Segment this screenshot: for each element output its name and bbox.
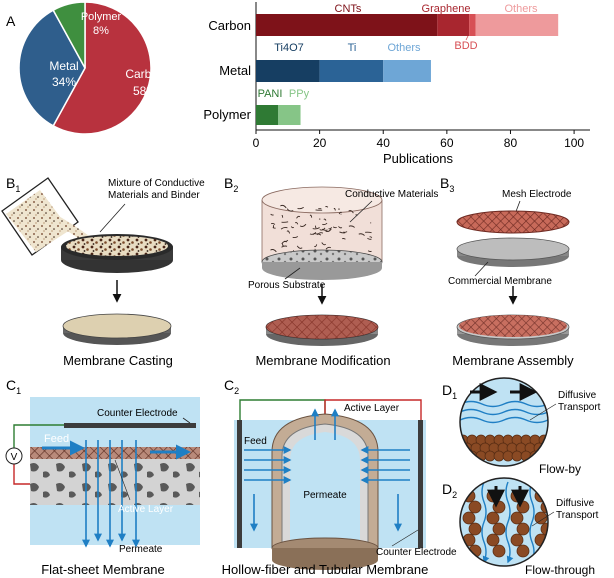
panel-label-b3: B3 (440, 175, 454, 194)
c2-tubular-membrane (271, 413, 379, 570)
bar-segment-metal-others (383, 60, 431, 82)
bar-label-bdd: BDD (454, 40, 477, 52)
c1-active-label: Active Layer (118, 504, 174, 515)
bar-label-graphene: Graphene (422, 3, 471, 15)
bar-x-tick-label: 80 (504, 136, 518, 150)
b2-solution-cylinder (261, 186, 383, 280)
panel-label-b1: B1 (6, 175, 20, 194)
pie-label-polymer: Polymer (81, 11, 122, 23)
b1-casting-dish (61, 234, 173, 273)
bar-segment-metal-ti (319, 60, 384, 82)
b3-commercial-label: Commercial Membrane (448, 276, 552, 287)
c2-counter-electrode-left (237, 420, 242, 548)
bar-x-axis-label: Publications (383, 151, 454, 166)
bar-label-cnts: CNTs (335, 3, 362, 15)
c1-support-layer (30, 459, 200, 505)
c2-counter-leader (391, 529, 419, 547)
b3-mesh-label: Mesh Electrode (502, 189, 572, 200)
bar-label-others-carbon: Others (504, 3, 538, 15)
pie-slice-carbon (52, 1, 152, 135)
c1-counter-label: Counter Electrode (97, 408, 178, 419)
bar-category-polymer: Polymer (203, 107, 251, 122)
c1-counter-leader (182, 417, 191, 424)
c2-caption: Hollow-fiber and Tubular Membrane (222, 562, 429, 577)
stacked-bar-chart: Carbon Metal Polymer Publications 0 20 40 6… (203, 2, 590, 166)
c1-feed-label: Feed (44, 433, 69, 445)
bar-segment-carbon-bdd (469, 14, 476, 36)
d2-transport-label: Diffusive Transport (556, 498, 599, 521)
bar-bdd-leader (465, 35, 469, 41)
c1-wire-bottom (13, 464, 30, 485)
b3-caption: Membrane Assembly (452, 353, 574, 368)
b3-commercial-membrane (456, 237, 570, 267)
c1-voltmeter-label: V (11, 452, 18, 463)
c1-caption: Flat-sheet Membrane (41, 562, 165, 577)
pie-value-metal: 34% (52, 75, 76, 89)
bar-x-tick-label: 0 (253, 136, 260, 150)
panel-label-d1: D1 (442, 382, 457, 401)
c1-active-leader (114, 459, 131, 501)
b1-cast-membrane (62, 313, 172, 345)
b2-caption: Membrane Modification (255, 353, 390, 368)
b3-assembled-membrane (456, 314, 570, 346)
pie-slice-polymer (52, 1, 86, 69)
c2-counter-label: Counter Electrode (376, 547, 457, 558)
b3-commercial-leader (474, 261, 489, 277)
b2-porous-label: Porous Substrate (248, 280, 326, 291)
pie-label-carbon: Carbon (125, 67, 164, 81)
pie-chart (18, 1, 152, 135)
bar-label-ppy: PPy (289, 88, 310, 100)
bar-x-tick-label: 100 (564, 136, 584, 150)
b1-caption: Membrane Casting (63, 353, 173, 368)
bar-x-tick-label: 20 (313, 136, 327, 150)
bar-segment-polymer-pani (256, 105, 279, 125)
b2-conductive-leader (349, 200, 373, 223)
c2-permeate-label: Permeate (303, 490, 347, 501)
panel-label-c2: C2 (224, 377, 239, 396)
b1-mixture-label: Mixture of Conductive Materials and Bind… (108, 178, 208, 201)
c1-permeate-label: Permeate (119, 544, 163, 555)
bar-label-others-metal: Others (387, 42, 421, 54)
b2-modified-membrane (265, 314, 379, 346)
panel-label-a: A (6, 13, 16, 29)
c1-counter-electrode (64, 423, 196, 428)
d1-transport-leader (529, 403, 557, 421)
bar-label-ti4o7: Ti4O7 (274, 42, 304, 54)
bar-x-tick-label: 60 (440, 136, 454, 150)
b2-conductive-label: Conductive Materials (345, 189, 438, 200)
d2-transport-leader (531, 511, 555, 527)
d1-caption: Flow-by (539, 462, 581, 476)
panel-label-b2: B2 (224, 175, 238, 194)
bar-segment-carbon-graphene (437, 14, 470, 36)
bar-category-metal: Metal (219, 63, 251, 78)
pie-value-polymer: 8% (93, 25, 109, 37)
bar-segment-carbon-others (475, 14, 559, 36)
panel-label-d2: D2 (442, 481, 457, 500)
b3-mesh-electrode (456, 210, 570, 234)
bar-x-tick-label: 40 (377, 136, 391, 150)
pie-label-metal: Metal (49, 59, 78, 73)
c2-active-label: Active Layer (344, 403, 400, 414)
bar-label-pani: PANI (258, 88, 283, 100)
c1-voltmeter-icon (5, 447, 23, 465)
bar-label-ti: Ti (348, 42, 357, 54)
c2-feed-label: Feed (244, 436, 267, 447)
pie-value-carbon: 58% (133, 84, 157, 98)
bar-segment-carbon-cnts (256, 14, 438, 36)
bar-category-carbon: Carbon (208, 18, 251, 33)
c2-counter-electrode-right (418, 420, 423, 548)
d1-transport-label: Diffusive Transport (558, 390, 601, 413)
d2-caption: Flow-through (525, 563, 595, 577)
b2-porous-leader (284, 267, 301, 280)
bar-segment-polymer-ppy (278, 105, 301, 125)
c1-wire-top (13, 424, 64, 448)
b1-mixture-leader (99, 203, 126, 233)
panel-label-c1: C1 (6, 377, 21, 396)
bar-segment-metal-ti4o7 (256, 60, 320, 82)
